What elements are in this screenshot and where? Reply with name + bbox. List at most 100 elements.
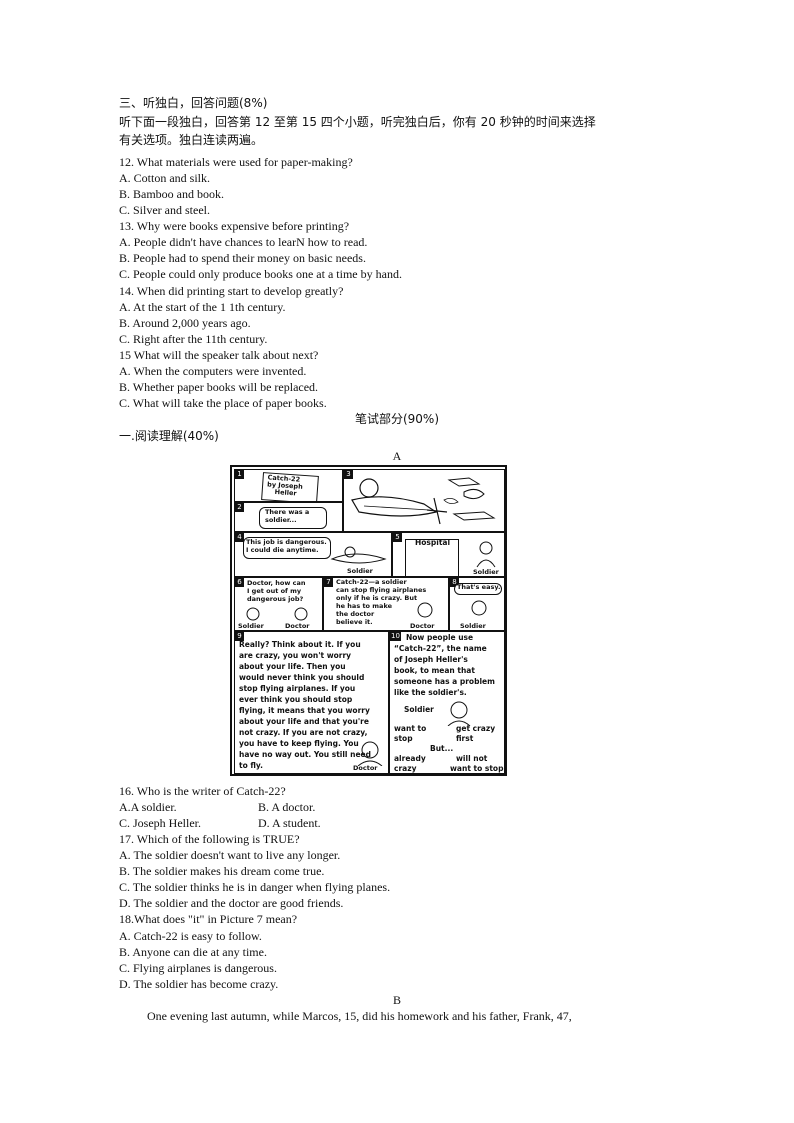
text-9-line-7: flying, it means that you worry	[239, 706, 370, 715]
already-label: already	[394, 754, 426, 763]
book-cover: Catch-22 by Joseph Heller	[261, 472, 319, 501]
option-15a: A. When the computers were invented.	[119, 364, 307, 378]
option-16b: B. A doctor.	[258, 800, 316, 814]
comic-panel-2: 2 There was a soldier...	[234, 502, 343, 532]
text-7-line-1: Catch-22—a soldier	[336, 578, 407, 586]
listening-instruction-line1: 听下面一段独白，回答第 12 至第 15 四个小题，听完独白后，你有 20 秒钟…	[119, 115, 596, 129]
catch22-comic: 1 Catch-22 by Joseph Heller 2 There was …	[230, 465, 507, 776]
option-15b: B. Whether paper books will be replaced.	[119, 380, 319, 394]
text-9-line-8: about your life and that you're	[239, 717, 369, 726]
will-not-label: will not	[456, 754, 488, 763]
option-14b: B. Around 2,000 years ago.	[119, 316, 251, 330]
text-9-line-4: would never think you should	[239, 673, 365, 682]
panel-number-3: 3	[344, 470, 353, 479]
question-17: 17. Which of the following is TRUE?	[119, 832, 300, 846]
option-18a: A. Catch-22 is easy to follow.	[119, 929, 262, 943]
text-10-line-6: like the soldier's.	[394, 688, 467, 697]
comic-panel-8: 8 That's easy. Soldier	[449, 577, 505, 631]
want-to-label: want to	[394, 724, 427, 733]
question-16: 16. Who is the writer of Catch-22?	[119, 784, 286, 798]
text-10-line-4: book, to mean that	[394, 666, 475, 675]
panel-number-9: 9	[235, 632, 244, 641]
soldier-label-4: Soldier	[347, 567, 373, 575]
text-10-line-2: “Catch-22”, the name	[394, 644, 487, 653]
hospital-sign: Hospital	[415, 538, 451, 547]
doctor-label-9: Doctor	[353, 764, 378, 772]
panel-number-5: 5	[393, 533, 402, 542]
option-16c: C. Joseph Heller.	[119, 816, 201, 830]
comic-panel-4: 4 This job is dangerous. I could die any…	[234, 532, 392, 577]
panel-number-7: 7	[324, 578, 333, 587]
option-14c: C. Right after the 11th century.	[119, 332, 268, 346]
doctor-label-6: Doctor	[285, 622, 310, 630]
text-7-line-2: can stop flying airplanes	[336, 586, 427, 594]
option-17a: A. The soldier doesn't want to live any …	[119, 848, 341, 862]
caption-line-2: soldier...	[265, 516, 297, 524]
soldier-figure-icon	[471, 600, 487, 616]
option-12c: C. Silver and steel.	[119, 203, 210, 217]
option-18d: D. The soldier has become crazy.	[119, 977, 279, 991]
soldier-label-6: Soldier	[238, 622, 264, 630]
question-14: 14. When did printing start to develop g…	[119, 284, 344, 298]
question-13: 13. Why were books expensive before prin…	[119, 219, 350, 233]
listening-section-title: 三、听独白，回答问题(8%)	[119, 96, 268, 110]
speech-6-line-3: dangerous job?	[247, 595, 304, 603]
text-9-line-9: not crazy. If you are not crazy,	[239, 728, 368, 737]
option-14a: A. At the start of the 1 1th century.	[119, 300, 286, 314]
question-18: 18.What does "it" in Picture 7 mean?	[119, 912, 298, 926]
soldier-label-8: Soldier	[460, 622, 486, 630]
doctor-label-7: Doctor	[410, 622, 435, 630]
question-12: 12. What materials were used for paper-m…	[119, 155, 353, 169]
option-18c: C. Flying airplanes is dangerous.	[119, 961, 277, 975]
text-9-line-2: are crazy, you won't worry	[239, 651, 352, 660]
passage-b-label: B	[392, 993, 401, 1007]
doctor-figure-icon	[357, 741, 383, 766]
option-12a: A. Cotton and silk.	[119, 171, 211, 185]
soldier-figure-icon	[447, 701, 471, 726]
written-part-title: 笔试部分(90%)	[354, 412, 440, 426]
speech-8: That's easy.	[457, 583, 501, 591]
soldier-label-10: Soldier	[404, 705, 434, 714]
panel-number-10: 10	[390, 632, 401, 641]
speech-4-line-2: I could die anytime.	[246, 546, 319, 554]
airplane-scene-icon	[351, 477, 496, 525]
panel-number-8: 8	[450, 578, 459, 587]
caption-line-1: There was a	[265, 508, 310, 516]
speech-4-line-1: This job is dangerous.	[246, 538, 327, 546]
passage-a-label: A	[392, 449, 402, 463]
comic-panel-5: 5 Hospital Soldier	[392, 532, 505, 577]
crazy-label: crazy	[394, 764, 417, 773]
soldier-figure-icon	[476, 541, 496, 568]
hospital-building	[405, 539, 459, 576]
text-9-line-6: ever think you should stop	[239, 695, 353, 704]
option-12b: B. Bamboo and book.	[119, 187, 224, 201]
stop-label: stop	[394, 734, 413, 743]
text-7-line-5: the doctor	[336, 610, 375, 618]
text-9-line-10: you have to keep flying. You	[239, 739, 359, 748]
text-9-line-11: have no way out. You still need	[239, 750, 371, 759]
comic-panel-1: 1 Catch-22 by Joseph Heller	[234, 469, 343, 502]
option-15c: C. What will take the place of paper boo…	[119, 396, 327, 410]
comic-panel-7: 7 Catch-22—a soldier can stop flying air…	[323, 577, 449, 631]
text-9-line-12: to fly.	[239, 761, 263, 770]
but-label: But...	[430, 744, 454, 753]
panel-number-6: 6	[235, 578, 244, 587]
want-to-stop-label: want to stop	[450, 764, 504, 773]
option-13c: C. People could only produce books one a…	[119, 267, 402, 281]
option-13a: A. People didn't have chances to learN h…	[119, 235, 368, 249]
comic-panel-6: 6 Doctor, how can I get out of my danger…	[234, 577, 323, 631]
caption-box	[259, 507, 327, 529]
speech-bubble-4	[243, 537, 331, 559]
speech-6-line-1: Doctor, how can	[247, 579, 306, 587]
flying-soldier-icon	[330, 546, 387, 564]
text-9-line-1: Really? Think about it. If you	[239, 640, 361, 649]
option-16a: A.A soldier.	[119, 800, 177, 814]
passage-b-first-line: One evening last autumn, while Marcos, 1…	[147, 1009, 572, 1023]
text-7-line-4: he has to make	[336, 602, 392, 610]
doctor-figure-icon	[417, 602, 433, 618]
panel-number-4: 4	[235, 533, 244, 542]
comic-panel-9: 9 Really? Think about it. If you are cra…	[234, 631, 389, 774]
comic-panel-10: 10 Now people use “Catch-22”, the name o…	[389, 631, 505, 774]
comic-panel-3: 3	[343, 469, 505, 532]
